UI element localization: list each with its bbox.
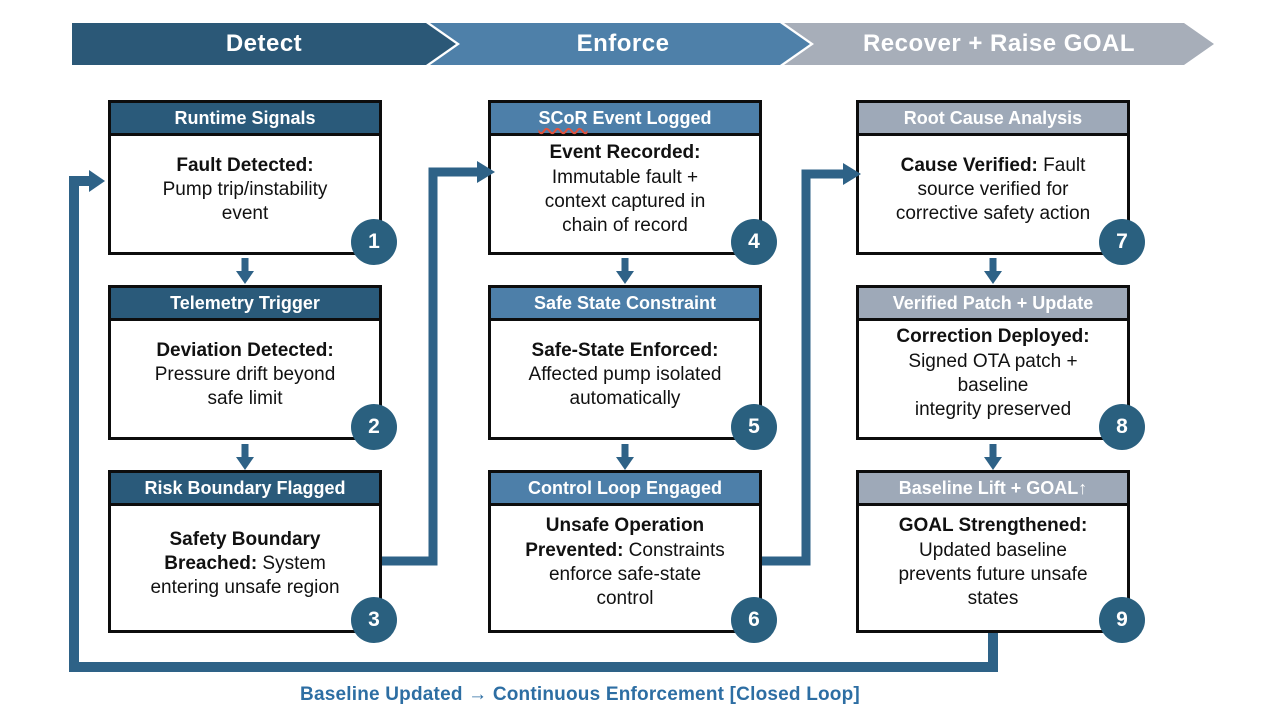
box-body-lead: Deviation Detected: [156, 339, 334, 361]
box-safe-state-constraint: Safe State Constraint Safe-State Enforce… [488, 285, 777, 450]
box-body-text: Affected pump isolated automatically [528, 363, 722, 410]
step-badge-6: 6 [731, 597, 777, 643]
closed-loop-caption: Baseline Updated → Continuous Enforcemen… [300, 684, 860, 705]
box-title: Safe State Constraint [491, 288, 759, 321]
box-control-loop-engaged: Control Loop Engaged Unsafe Operation Pr… [488, 470, 777, 643]
box-body-text: Immutable fault + context captured in ch… [544, 166, 706, 237]
box-body-text: Updated baseline prevents future unsafe … [898, 539, 1088, 610]
box-body: Unsafe Operation Prevented: Constraints … [491, 506, 759, 630]
box-body: Deviation Detected: Pressure drift beyon… [111, 321, 379, 437]
box-body-text: Signed OTA patch + baseline integrity pr… [908, 350, 1078, 421]
box-telemetry-trigger: Telemetry Trigger Deviation Detected: Pr… [108, 285, 397, 450]
box-verified-patch-update: Verified Patch + Update Correction Deplo… [856, 285, 1145, 450]
box-title: Telemetry Trigger [111, 288, 379, 321]
stage-chevron-recover: Recover + Raise GOAL [784, 23, 1214, 65]
stage-chevron-detect: Detect [72, 23, 456, 65]
box-risk-boundary-flagged: Risk Boundary Flagged Safety Boundary Br… [108, 470, 397, 643]
box-body: Safety Boundary Breached: System enterin… [111, 506, 379, 630]
box-body-lead: Cause Verified: [900, 154, 1038, 176]
box-body: Correction Deployed: Signed OTA patch + … [859, 321, 1127, 437]
box-title: Risk Boundary Flagged [111, 473, 379, 506]
box-title: SCoR Event Logged [491, 103, 759, 136]
step-badge-9: 9 [1099, 597, 1145, 643]
step-badge-3: 3 [351, 597, 397, 643]
scor-misspell-underline: SCoR [538, 107, 588, 128]
box-title: Root Cause Analysis [859, 103, 1127, 136]
box-title: Verified Patch + Update [859, 288, 1127, 321]
box-body: Fault Detected: Pump trip/instability ev… [111, 136, 379, 252]
stage-label-detect: Detect [225, 30, 303, 57]
box-baseline-lift-goal: Baseline Lift + GOAL↑ GOAL Strengthened:… [856, 470, 1145, 643]
box-body-lead: Safe-State Enforced: [531, 339, 719, 361]
box-title: Baseline Lift + GOAL↑ [859, 473, 1127, 506]
box-body: Event Recorded: Immutable fault + contex… [491, 136, 759, 252]
box-title: Runtime Signals [111, 103, 379, 136]
step-badge-2: 2 [351, 404, 397, 450]
stage-label-enforce: Enforce [576, 30, 670, 57]
box-root-cause-analysis: Root Cause Analysis Cause Verified: Faul… [856, 100, 1145, 265]
step-badge-8: 8 [1099, 404, 1145, 450]
stage-chevron-enforce: Enforce [430, 23, 810, 65]
stage-label-recover: Recover + Raise GOAL [862, 30, 1136, 57]
arrowhead-into-box1 [89, 170, 105, 192]
box-title-rest: Event Logged [587, 107, 712, 128]
step-badge-4: 4 [731, 219, 777, 265]
box-body: Safe-State Enforced: Affected pump isola… [491, 321, 759, 437]
box-body-lead: Correction Deployed: [896, 326, 1090, 348]
connector-detect-to-enforce [382, 167, 478, 566]
box-scor-event-logged: SCoR Event Logged Event Recorded: Immuta… [488, 100, 777, 265]
box-body: GOAL Strengthened: Updated baseline prev… [859, 506, 1127, 630]
step-badge-7: 7 [1099, 219, 1145, 265]
step-badge-5: 5 [731, 404, 777, 450]
box-body: Cause Verified: Fault source verified fo… [859, 136, 1127, 252]
box-body-text: Pressure drift beyond safe limit [154, 363, 336, 410]
box-body-lead: GOAL Strengthened: [898, 515, 1088, 537]
box-runtime-signals: Runtime Signals Fault Detected: Pump tri… [108, 100, 397, 265]
box-body-lead: Fault Detected: [176, 154, 314, 176]
box-title: Control Loop Engaged [491, 473, 759, 506]
box-body-lead: Event Recorded: [549, 142, 701, 164]
box-body-text: Pump trip/instability event [162, 178, 328, 225]
step-badge-1: 1 [351, 219, 397, 265]
